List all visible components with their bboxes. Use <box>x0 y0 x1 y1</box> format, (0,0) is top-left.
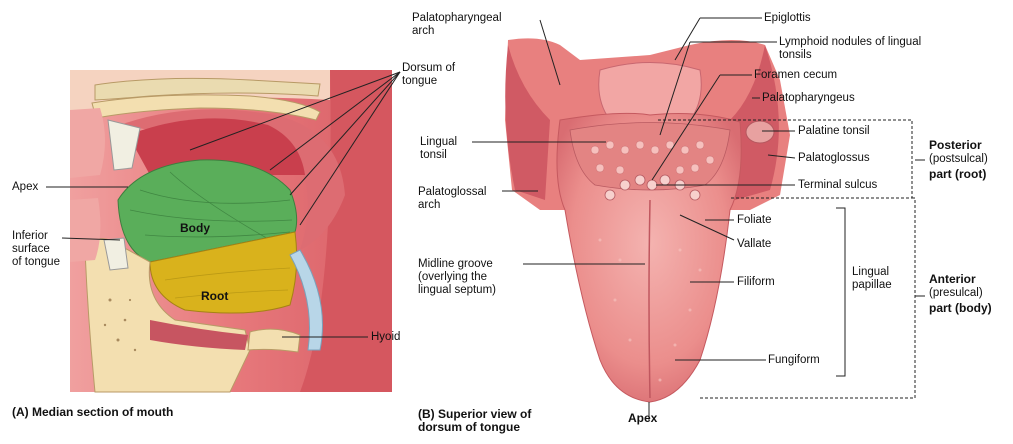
bracket-anterior <box>700 198 915 398</box>
label-palatopharyngeus: Palatopharyngeus <box>762 92 855 105</box>
label-root: Root <box>201 289 228 303</box>
label-midline-groove: Midline groove (overlying the lingual se… <box>418 258 496 297</box>
label-palatine-tonsil: Palatine tonsil <box>798 125 870 138</box>
label-inferior-surface: Inferior surface of tongue <box>12 230 60 269</box>
region-anterior-part: part (body) <box>929 301 992 315</box>
label-apex-b: Apex <box>628 412 657 425</box>
region-posterior-sub: (postsulcal) <box>929 153 988 166</box>
label-palatoglossus: Palatoglossus <box>798 152 870 165</box>
region-posterior-part: part (root) <box>929 167 986 181</box>
region-posterior-title: Posterior <box>929 138 982 152</box>
region-anterior-title: Anterior <box>929 272 976 286</box>
label-body: Body <box>180 221 210 235</box>
label-filiform: Filiform <box>737 276 775 289</box>
label-lingual-papillae: Lingual papillae <box>852 266 892 292</box>
region-anterior-sub: (presulcal) <box>929 287 983 300</box>
label-fungiform: Fungiform <box>768 354 820 367</box>
label-palatopharyngeal-arch: Palatopharyngeal arch <box>412 12 502 38</box>
label-foliate: Foliate <box>737 214 772 227</box>
label-epiglottis: Epiglottis <box>764 12 811 25</box>
label-lingual-tonsil: Lingual tonsil <box>420 136 457 162</box>
label-apex: Apex <box>12 181 38 194</box>
label-lymphoid-nodules: Lymphoid nodules of lingual tonsils <box>779 36 921 62</box>
caption-panel-b: (B) Superior view of dorsum of tongue <box>418 408 531 434</box>
label-dorsum-of-tongue: Dorsum of tongue <box>402 62 455 88</box>
label-terminal-sulcus: Terminal sulcus <box>798 179 877 192</box>
label-foramen-cecum: Foramen cecum <box>754 69 837 82</box>
label-hyoid: Hyoid <box>371 331 400 344</box>
caption-panel-a: (A) Median section of mouth <box>12 406 173 419</box>
label-palatoglossal-arch: Palatoglossal arch <box>418 186 486 212</box>
median-section-figure <box>70 70 392 392</box>
bracket-lingual-papillae <box>836 208 845 376</box>
label-vallate: Vallate <box>737 238 771 251</box>
